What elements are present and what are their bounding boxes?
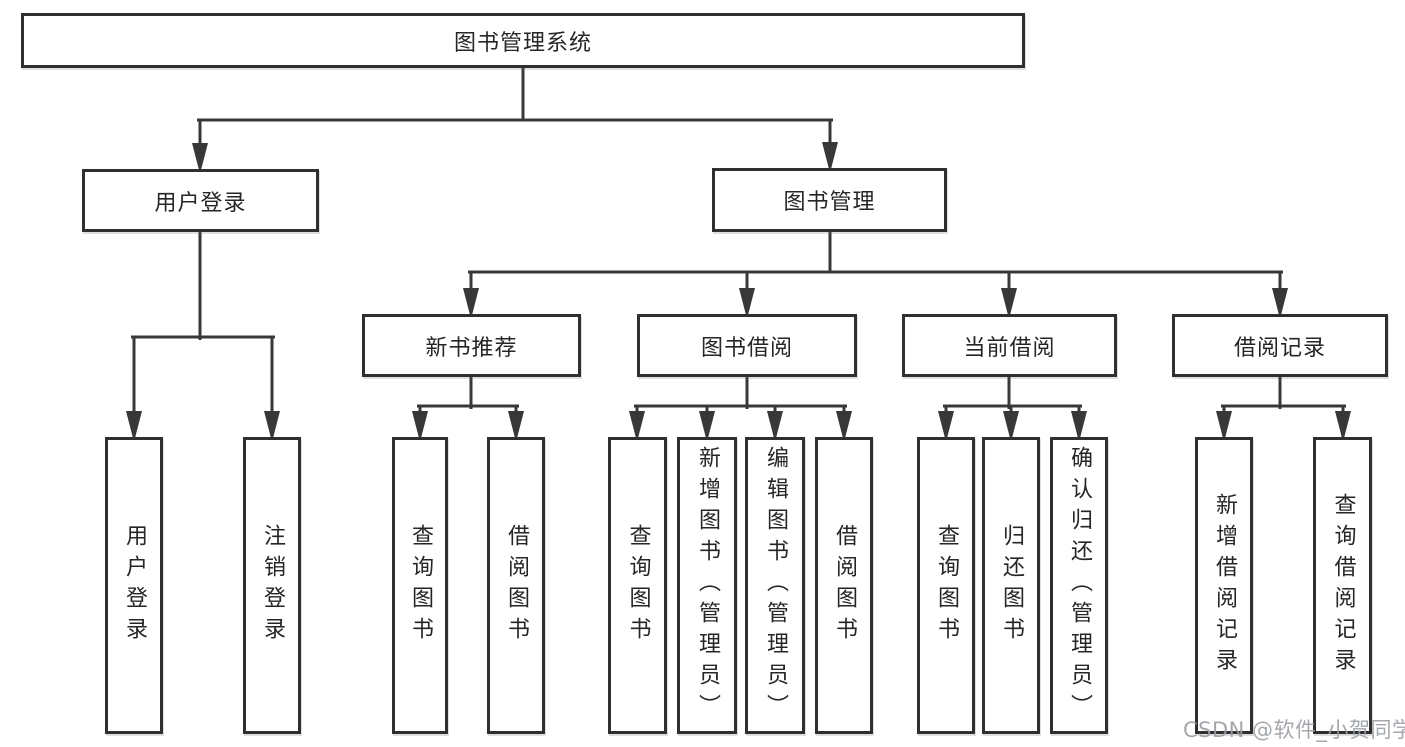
node-user-login-label: 用户登录 [154, 190, 247, 216]
leaf-label: 查询图书 [408, 523, 433, 648]
leaf-return-books: 归还图书 [982, 437, 1040, 734]
leaf-user-login: 用户登录 [105, 437, 163, 734]
leaf-query-books-1: 查询图书 [392, 437, 448, 734]
node-book-borrowing: 图书借阅 [637, 314, 857, 377]
csdn-watermark: CSDN @软件_小贺同学 [1183, 718, 1405, 742]
leaf-label: 借阅图书 [504, 523, 529, 648]
leaf-borrow-books-1: 借阅图书 [487, 437, 545, 734]
leaf-label: 新增图书（管理员） [695, 446, 720, 725]
node-new-book-recommendation: 新书推荐 [362, 314, 581, 377]
leaf-borrow-books-2: 借阅图书 [815, 437, 873, 734]
leaf-confirm-return-admin: 确认归还（管理员） [1050, 437, 1108, 734]
leaf-label: 借阅图书 [832, 523, 857, 648]
leaf-logout: 注销登录 [243, 437, 301, 734]
leaf-label: 新增借阅记录 [1212, 492, 1237, 679]
group-label: 新书推荐 [425, 335, 518, 361]
leaf-label: 编辑图书（管理员） [763, 446, 788, 725]
node-root: 图书管理系统 [21, 13, 1025, 68]
group-label: 当前借阅 [963, 335, 1056, 361]
leaf-label: 确认归还（管理员） [1067, 446, 1092, 725]
leaf-query-books-2: 查询图书 [608, 437, 667, 734]
leaf-label: 查询图书 [625, 523, 651, 648]
leaf-label: 用户登录 [122, 523, 147, 648]
node-user-login: 用户登录 [82, 169, 319, 232]
leaf-label: 归还图书 [999, 523, 1024, 648]
leaf-label: 查询借阅记录 [1330, 492, 1356, 679]
leaf-query-books-3: 查询图书 [917, 437, 975, 734]
group-label: 图书借阅 [700, 335, 793, 361]
group-label: 借阅记录 [1233, 335, 1326, 361]
node-book-management-label: 图书管理 [783, 190, 876, 215]
leaf-edit-books-admin: 编辑图书（管理员） [745, 437, 805, 734]
node-current-borrowing: 当前借阅 [902, 314, 1117, 377]
leaf-query-borrow-record: 查询借阅记录 [1313, 437, 1372, 734]
leaf-label: 查询图书 [934, 523, 959, 648]
node-book-management: 图书管理 [712, 168, 947, 232]
node-root-label: 图书管理系统 [453, 30, 592, 56]
leaf-add-borrow-record: 新增借阅记录 [1195, 437, 1253, 734]
node-borrowing-records: 借阅记录 [1172, 314, 1388, 377]
leaf-label: 注销登录 [260, 523, 285, 648]
leaf-add-books-admin: 新增图书（管理员） [677, 437, 737, 734]
